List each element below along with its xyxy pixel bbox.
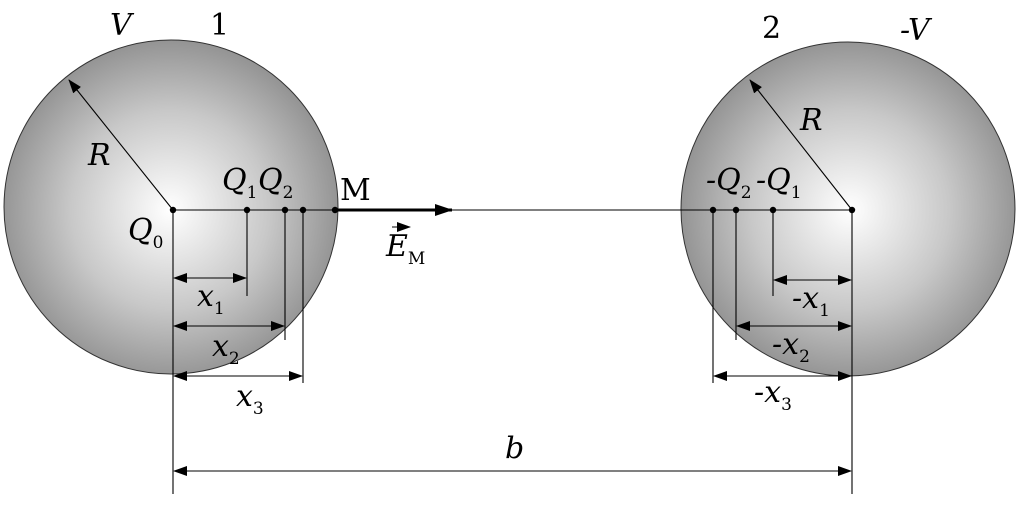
potential-right-label: -V <box>900 13 933 48</box>
charge-negq1-label: -Q1 <box>756 163 802 203</box>
point-q1 <box>243 206 251 214</box>
distance-negx2-label: -x2 <box>772 327 810 367</box>
point-x3 <box>299 206 307 214</box>
distance-negx3-label: -x3 <box>754 375 792 415</box>
sphere-right-number: 2 <box>762 11 781 46</box>
radius-label-right: R <box>799 103 823 138</box>
point-m-label: M <box>340 173 371 208</box>
radius-line-left <box>68 79 174 211</box>
charge-q1-label: Q1 <box>222 163 257 203</box>
point-negx3 <box>709 206 717 214</box>
point-negq2 <box>732 206 740 214</box>
radius-label-left: R <box>87 138 111 173</box>
point-q2 <box>281 206 289 214</box>
radius-line-right <box>749 79 853 211</box>
point-m <box>331 206 339 214</box>
charge-negq2-label: -Q2 <box>706 163 752 203</box>
distance-x2-label: x2 <box>212 329 240 369</box>
distance-x1-label: x1 <box>197 279 225 319</box>
charge-q0-label: Q0 <box>128 213 163 253</box>
sphere-left-number: 1 <box>210 8 229 43</box>
point-q0 <box>169 206 177 214</box>
point-right-center <box>848 206 856 214</box>
distance-x3-label: x3 <box>236 379 264 419</box>
distance-negx1-label: -x1 <box>792 281 830 321</box>
potential-left-label: V <box>110 8 135 43</box>
field-label: EМ <box>385 229 425 269</box>
charge-q2-label: Q2 <box>258 163 293 203</box>
separation-label: b <box>505 431 524 466</box>
point-negq1 <box>769 206 777 214</box>
